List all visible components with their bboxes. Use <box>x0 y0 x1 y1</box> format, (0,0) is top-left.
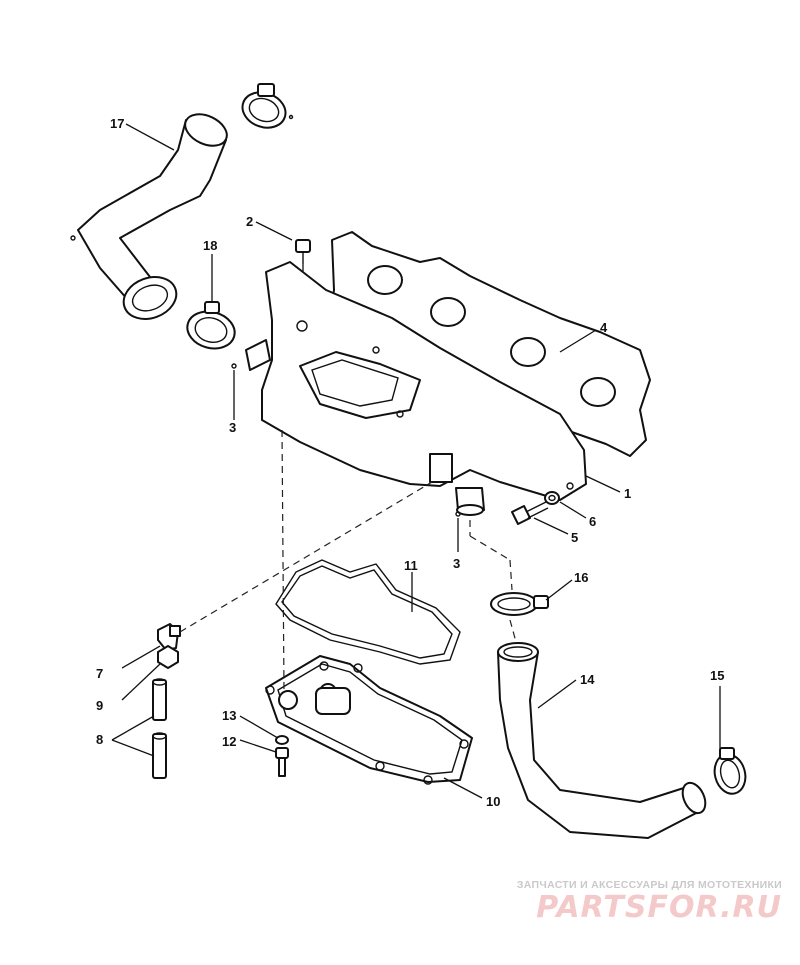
callout-7: 7 <box>96 666 103 681</box>
callout-5: 5 <box>571 530 578 545</box>
callout-9: 9 <box>96 698 103 713</box>
callout-3-upper: 3 <box>229 420 236 435</box>
callout-8: 8 <box>96 732 103 747</box>
exhaust-manifold-1 <box>231 261 587 552</box>
callout-16: 16 <box>574 570 588 585</box>
screw-5 <box>511 501 549 525</box>
hose-clamp-top <box>241 83 294 129</box>
callout-10: 10 <box>486 794 500 809</box>
callout-15: 15 <box>710 668 724 683</box>
screw-12 <box>275 747 289 777</box>
callout-4: 4 <box>600 320 608 335</box>
washer-6 <box>544 491 560 505</box>
callout-2: 2 <box>246 214 253 229</box>
hose-clamp-18 <box>186 301 236 350</box>
hose-14 <box>497 642 707 839</box>
callout-14: 14 <box>580 672 595 687</box>
hose-clamp-15 <box>713 747 747 795</box>
callout-11: 11 <box>404 558 418 573</box>
elbow-fitting-7 <box>157 623 181 651</box>
watermark: ЗАПЧАСТИ И АКСЕССУАРЫ ДЛЯ МОТОТЕХНИКИ PA… <box>482 879 782 925</box>
washer-13 <box>275 735 289 745</box>
hose-17 <box>70 113 228 320</box>
leader-lines <box>111 123 721 799</box>
pin-8-lower <box>152 732 167 779</box>
callout-3-lower: 3 <box>453 556 460 571</box>
nut-9 <box>157 645 179 669</box>
cover-gasket-11 <box>275 559 461 665</box>
callout-6: 6 <box>589 514 596 529</box>
callout-13: 13 <box>222 708 236 723</box>
hose-clamp-16 <box>490 592 549 616</box>
watermark-brand-logo: PARTSFOR.RU <box>536 890 782 925</box>
callout-12: 12 <box>222 734 236 749</box>
watermark-tagline: ЗАПЧАСТИ И АКСЕССУАРЫ ДЛЯ МОТОТЕХНИКИ <box>516 879 782 891</box>
callout-17: 17 <box>110 116 124 131</box>
alignment-lines <box>179 429 517 691</box>
manifold-cover-10 <box>265 655 473 785</box>
callout-18: 18 <box>203 238 217 253</box>
pin-8-upper <box>152 678 167 721</box>
callout-labels: 17 2 18 4 3 1 6 5 3 11 16 7 9 14 15 13 8… <box>96 116 724 809</box>
callout-1: 1 <box>624 486 631 501</box>
